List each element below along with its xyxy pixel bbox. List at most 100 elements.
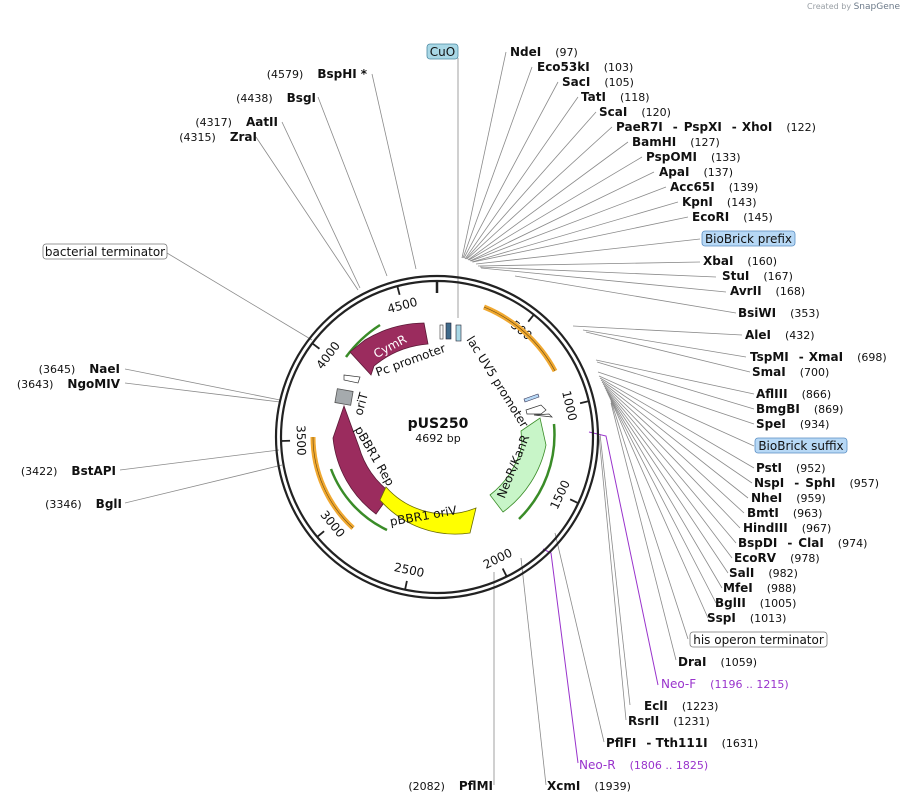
site-name: MfeI: [723, 581, 753, 595]
site-pos: (988): [767, 582, 797, 595]
site-name: TspMI: [750, 350, 789, 364]
svg-text:AleI(432): AleI(432): [745, 328, 815, 342]
svg-text:ApaI(137): ApaI(137): [659, 165, 733, 179]
svg-text:PstI(952): PstI(952): [756, 461, 826, 475]
svg-text:HindIII(967): HindIII(967): [743, 521, 831, 535]
svg-text:Eco53kI(103): Eco53kI(103): [537, 60, 633, 74]
site-pos: (353): [790, 307, 820, 320]
site-name: PspOMI: [646, 150, 697, 164]
site-name: AflIII: [756, 387, 788, 401]
site-name: BglII: [715, 596, 746, 610]
svg-text:SacI(105): SacI(105): [562, 75, 634, 89]
tick-label: 4500: [386, 295, 419, 316]
site-name: StuI: [722, 269, 749, 283]
right-site-labels: NdeI(97) Eco53kI(103) SacI(105) TatI(118…: [510, 45, 887, 793]
his-terminator-label: his operon terminator: [693, 633, 824, 647]
site-pos: (1059): [720, 656, 757, 669]
site-name: BmgBI: [756, 402, 800, 416]
site-name: XmaI: [809, 350, 843, 364]
site-pos: (122): [786, 121, 816, 134]
site-name: SpeI: [756, 417, 786, 431]
site-pos: (167): [763, 270, 793, 283]
svg-text:StuI(167): StuI (167): [722, 269, 793, 283]
his-terminator-box[interactable]: his operon terminator: [689, 631, 828, 648]
site-pos: (145): [743, 211, 773, 224]
site-pos: (143): [727, 196, 757, 209]
neor-kanr-feature[interactable]: [489, 417, 547, 513]
site-name: ScaI: [599, 105, 627, 119]
biobrick-suffix-label: BioBrick suffix: [758, 439, 843, 453]
biobrick-suffix-box[interactable]: BioBrick suffix: [754, 437, 848, 454]
cuo-label: CuO: [430, 45, 455, 59]
site-name: NaeI: [89, 362, 120, 376]
site-name: NdeI: [510, 45, 541, 59]
svg-text:PflFI-Tth111I(1631): PflFI-Tth111I(1631): [606, 736, 758, 750]
site-name: XhoI: [742, 120, 773, 134]
site-name: BspDI: [738, 536, 777, 550]
site-pos: (1939): [594, 780, 631, 793]
site-pos: (959): [796, 492, 826, 505]
site-name: EcoRV: [734, 551, 777, 565]
site-pos: (4579): [267, 68, 304, 81]
svg-text:EclI(1223): EclI(1223): [644, 699, 718, 713]
site-pos: (3645): [39, 363, 76, 376]
bacterial-terminator-box[interactable]: bacterial terminator: [42, 243, 168, 260]
site-pos: (4438): [236, 92, 273, 105]
backbone-tick: [316, 530, 325, 538]
site-name: PaeR7I: [616, 120, 663, 134]
site-pos: (869): [814, 403, 844, 416]
svg-text:BspDI-ClaI(974): BspDI-ClaI(974): [738, 536, 867, 550]
site-name: AvrII: [730, 284, 762, 298]
site-name: ClaI: [798, 536, 823, 550]
site-name: KpnI: [682, 195, 713, 209]
site-pos: (139): [729, 181, 759, 194]
svg-text:(3643)NgoMIV: (3643)NgoMIV: [17, 377, 121, 391]
left-site-labels: (4579)BspHI* (4438)BsgI (4317)AatII (431…: [17, 67, 493, 793]
orit-label: oriT: [351, 390, 371, 416]
svg-text:AflIII(866): AflIII(866): [756, 387, 831, 401]
svg-text:(4317)AatII: (4317)AatII: [195, 115, 278, 129]
svg-text:BmgBI(869): BmgBI (869): [756, 402, 843, 416]
site-pos: (4315): [179, 131, 216, 144]
site-pos: (974): [838, 537, 868, 550]
svg-text:(3346)BglI: (3346)BglI: [45, 497, 122, 511]
cuo-box[interactable]: CuO: [426, 43, 459, 60]
backbone-tick: [501, 568, 508, 577]
svg-text:XbaI(160): XbaI(160): [703, 254, 777, 268]
site-pos: (3422): [21, 465, 58, 478]
svg-text:NdeI(97): NdeI (97): [510, 45, 578, 59]
pbbr1-oriv-feature[interactable]: [379, 486, 477, 535]
tick-label: 4000: [313, 339, 343, 372]
site-name: PflFI: [606, 736, 636, 750]
site-pos: (168): [776, 285, 806, 298]
site-name: ZraI: [230, 130, 257, 144]
site-mark: *: [361, 67, 368, 81]
svg-text:BglII(1005): BglII(1005): [715, 596, 796, 610]
tick-label: 3500: [294, 425, 309, 456]
site-pos: (1631): [722, 737, 759, 750]
tick-label: 2000: [481, 546, 515, 572]
site-name: XcmI: [547, 779, 580, 793]
pbbr1-rep-feature[interactable]: [332, 404, 392, 515]
site-name: Tth111I: [656, 736, 708, 750]
site-name: PstI: [756, 461, 782, 475]
svg-text:(4315)ZraI: (4315) ZraI: [179, 130, 257, 144]
orange-arcs: [310, 304, 558, 530]
site-pos: (4317): [195, 116, 232, 129]
primer-name: Neo-F: [661, 677, 696, 691]
site-name: SphI: [805, 476, 835, 490]
site-name: DraI: [678, 655, 706, 669]
biobrick-prefix-box[interactable]: BioBrick prefix: [701, 230, 796, 247]
backbone-tick: [404, 580, 408, 590]
site-name: BmtI: [747, 506, 779, 520]
site-pos: (160): [747, 255, 777, 268]
site-pos: (982): [768, 567, 798, 580]
site-pos: (97): [555, 46, 578, 59]
small-feature-glyphs: [334, 322, 553, 418]
svg-text:Neo-R(1806 .. 1825): Neo-R(1806 .. 1825): [579, 758, 708, 772]
backbone-tick: [311, 342, 320, 350]
site-name: BstAPI: [71, 464, 116, 478]
cymr-feature[interactable]: [349, 322, 429, 376]
bacterial-terminator-label: bacterial terminator: [45, 245, 165, 259]
site-name: PspXI: [684, 120, 722, 134]
